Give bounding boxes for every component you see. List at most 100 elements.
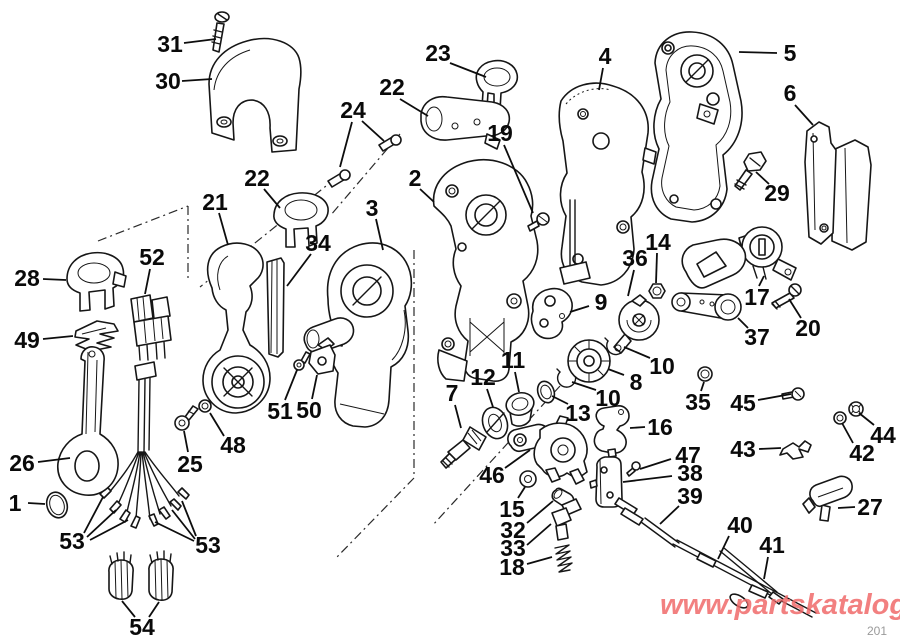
callout-leader-5 [738,51,778,54]
callout-34: 34 [305,230,331,256]
parts-artwork [45,11,872,618]
part-42-washer [833,411,847,425]
callout-14: 14 [645,229,671,255]
callout-leader-34 [286,253,312,287]
callout-leader-39 [659,505,680,525]
callout-leader-2 [419,188,435,203]
callout-leader-22 [263,188,281,209]
part-13-washer [536,380,556,404]
callout-leader-24 [339,121,353,168]
part-52-connector [130,294,172,361]
callout-35: 35 [685,389,711,415]
callout-leader-41 [763,556,769,580]
callout-36: 36 [622,245,648,271]
part-9-plate [530,287,573,340]
callout-11: 11 [501,347,526,373]
part-21-handle [202,242,271,414]
part-49-clip [74,320,119,352]
callout-leader-24 [361,120,385,142]
part-33-detent [551,498,582,541]
part-35-nut [697,366,713,382]
callout-30: 30 [155,68,181,94]
callout-leader-54 [148,601,160,618]
part-34-strip [266,257,285,358]
callout-leader-20 [788,298,802,319]
callout-17: 17 [744,284,770,310]
callout-16: 16 [647,414,673,440]
callout-5: 5 [784,40,797,66]
callout-leader-53 [181,500,197,537]
callout-53: 53 [195,532,221,558]
callout-28: 28 [14,265,40,291]
callout-leader-25 [183,430,189,453]
callout-leader-51 [284,369,298,401]
part-2-housing [432,159,539,382]
callout-leader-53 [89,519,129,541]
part-18-spring [554,544,573,573]
callout-leader-17 [758,275,765,287]
callout-26: 26 [9,450,35,476]
part-7-cylinder [440,426,487,469]
callout-leader-33 [526,523,552,546]
callout-22: 22 [379,74,405,100]
callout-24: 24 [340,97,366,123]
part-38-microswitch [589,448,623,508]
part-19-screw [527,212,550,232]
callout-4: 4 [599,43,612,69]
part-30-cover [208,37,302,153]
callout-32: 32 [500,517,526,543]
callout-9: 9 [595,289,608,315]
part-12-bearing [481,406,509,440]
part-24-pins [327,134,402,188]
callout-leader-54 [121,600,136,618]
part-20-bolt [771,283,802,310]
part-1-oring [45,491,69,519]
callout-leader-53 [86,509,117,538]
callout-13: 13 [565,400,591,426]
callout-leader-38 [622,475,673,483]
callout-leader-21 [218,212,229,246]
callout-leader-27 [837,506,856,509]
callout-leader-3 [375,218,384,251]
part-14-nut [648,283,666,299]
callout-54: 54 [129,614,155,637]
callout-23: 23 [425,40,451,66]
callout-53: 53 [59,528,85,554]
callout-leader-6 [794,104,814,126]
callout-39: 39 [677,483,703,509]
callout-3: 3 [366,195,379,221]
construction-lines [97,133,561,558]
callout-leader-10 [571,381,597,391]
callout-2: 2 [409,165,422,191]
callout-21: 21 [202,189,228,215]
part-51-screw [293,351,311,371]
callout-31: 31 [157,31,183,57]
callout-19: 19 [487,120,513,146]
callout-46: 46 [479,462,505,488]
callout-37: 37 [744,324,770,350]
part-46-cam-assembly [507,415,588,485]
callout-25: 25 [177,451,203,477]
callout-leader-15 [517,486,526,499]
callout-41: 41 [759,532,785,558]
callout-29: 29 [764,180,790,206]
callout-50: 50 [296,397,322,423]
part-22-front-muff [420,95,511,150]
callout-8: 8 [630,369,643,395]
callout-leader-43 [758,447,782,450]
callout-leader-53 [171,509,196,540]
callout-leader-49 [42,335,74,340]
part-53-harness [99,361,190,529]
callout-leader-4 [598,67,604,91]
part-27-clip [802,475,853,522]
part-39-40-41-cables [614,497,817,618]
callout-49: 49 [14,327,40,353]
callout-33: 33 [500,535,526,561]
callout-22: 22 [244,165,270,191]
part-22-rear-cap [273,192,329,248]
part-25-screw [174,405,199,431]
part-26-lever [57,346,119,496]
callout-leader-40 [717,535,730,560]
